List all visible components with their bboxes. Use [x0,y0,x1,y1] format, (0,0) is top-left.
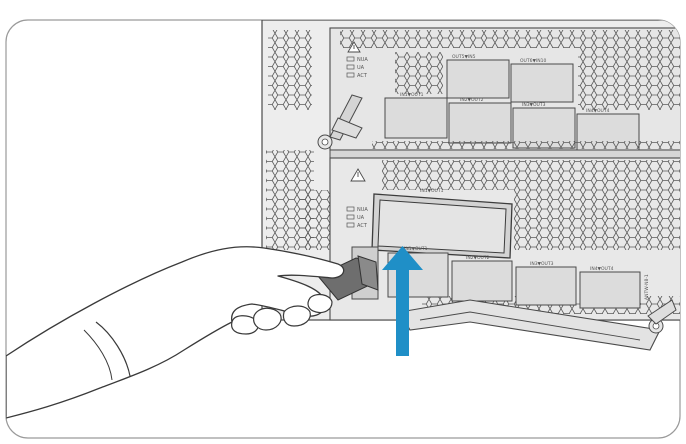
led-label-act-lower: ACT [357,223,368,229]
port-upper-bottom-1 [384,97,448,139]
warning-triangle-icon-lower [350,168,366,182]
status-leds-upper: NUA UA ACT [346,56,368,79]
port-label-in4-lower: IN4▼OUT4 [590,266,614,272]
led-label-ua-lower: UA [357,215,365,221]
port-upper-top-2 [510,63,574,103]
led-label-nua-lower: NUA [357,207,368,213]
module-lower: NUA UA ACT IN1▼OUT1 IN1▼OUT1 IN2▼OUT2 IN… [329,157,680,351]
led-label-act: ACT [357,73,368,79]
vent-upper-left [268,30,312,110]
led-label-ua: UA [357,65,365,71]
port-lower-4 [579,271,641,309]
filler-panel [371,193,513,259]
bottom-handle [399,299,677,351]
led-label-nua: NUA [357,57,368,63]
port-label-out5: OUT5▼IN5 [452,54,476,60]
port-upper-top-1 [446,59,510,99]
ejector-handle-upper [317,94,363,150]
status-leds-lower: NUA UA ACT [346,206,368,229]
port-label-in1-upper: IN1▼OUT1 [400,92,424,98]
port-label-in2-upper: IN2▼OUT2 [460,97,484,103]
port-label-in3-upper: IN3▼OUT3 [522,102,546,108]
port-label-out6: OUT6▼IN10 [520,58,546,64]
vent-lower-left-2 [300,190,330,250]
insert-arrow-icon [382,246,423,356]
cover-label: IN1▼OUT1 [420,188,444,194]
hand-illustration [6,246,379,419]
warning-triangle-icon [347,41,361,53]
port-upper-bottom-2 [448,102,512,144]
port-label-in1-lower: IN1▼OUT1 [404,246,428,252]
module-upper: NUA UA ACT OUT5▼IN5 OUT6▼IN10 IN1▼OUT1 I… [317,27,680,159]
port-label-in4-upper: IN4▼OUT4 [586,108,610,114]
port-lower-2 [451,260,513,302]
port-label-in3-lower: IN3▼OUT3 [530,261,554,267]
model-label: ANTW-N8-1 [644,274,650,300]
port-label-in2-lower: IN2▼OUT2 [466,255,490,261]
port-lower-3 [515,266,577,306]
